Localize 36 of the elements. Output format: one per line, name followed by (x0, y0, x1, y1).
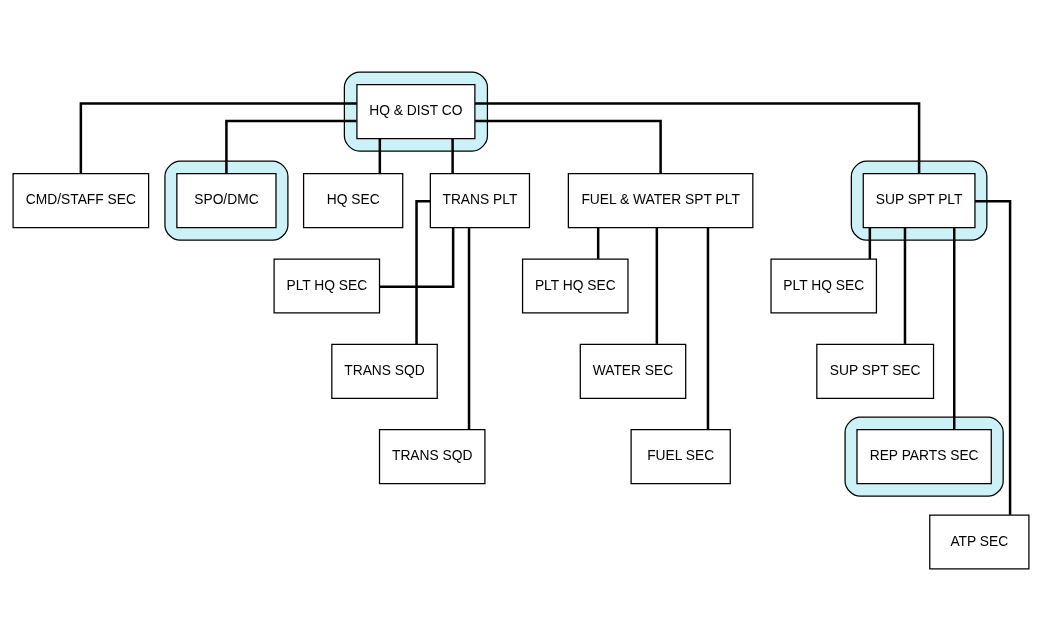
node-box: SPO/DMC (176, 172, 277, 228)
cluster (343, 70, 489, 152)
node-box: HQ & DIST CO (356, 83, 476, 139)
connector (475, 101, 921, 174)
node-box: WATER SEC (579, 343, 687, 399)
connector (475, 119, 662, 173)
node-box: CMD/STAFF SEC (12, 172, 150, 228)
node-box: SUP SPT SEC (816, 343, 935, 399)
connector (225, 119, 357, 173)
node-box: FUEL SEC (630, 428, 731, 484)
connector (655, 227, 659, 344)
connector (953, 227, 956, 429)
node-box: ATP SEC (929, 513, 1030, 570)
connector (706, 227, 710, 429)
node-box: REP PARTS SEC (856, 428, 992, 484)
connector (79, 101, 357, 174)
node-box: TRANS PLT (429, 172, 531, 228)
connector (903, 227, 907, 344)
node-box: FUEL & WATER SPT PLT (567, 172, 754, 228)
cluster (850, 160, 988, 241)
connector (467, 227, 471, 429)
node-box: PLT HQ SEC (521, 257, 629, 314)
connector (451, 138, 454, 174)
connector (415, 199, 430, 344)
node-box: TRANS SQD (378, 428, 486, 484)
node-box: TRANS SQD (331, 343, 438, 399)
connector (596, 227, 600, 259)
connector (379, 227, 455, 288)
node-box: HQ SEC (302, 172, 404, 228)
cluster (164, 160, 289, 241)
connector (975, 199, 1012, 515)
node-box: SUP SPT PLT (862, 172, 976, 228)
node-box: PLT HQ SEC (273, 257, 381, 314)
node-box: PLT HQ SEC (770, 257, 878, 314)
cluster (844, 416, 1004, 497)
connector (378, 138, 382, 174)
